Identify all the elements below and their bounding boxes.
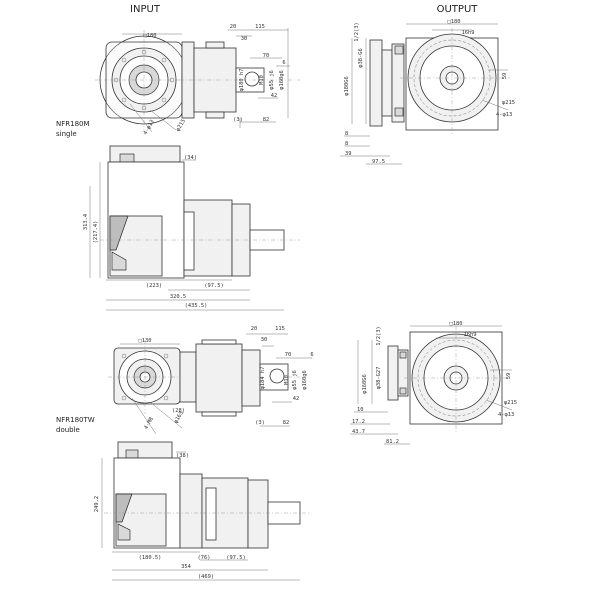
dim-label: 39 <box>345 151 352 157</box>
dim-label: 354 <box>181 564 191 570</box>
dim-label: 313.4 <box>83 214 89 230</box>
dim-label: (3) <box>233 117 243 123</box>
dim-label: (3) <box>255 420 265 426</box>
dim-label: 82 <box>283 420 290 426</box>
dim-label: φ38-G27 <box>376 367 382 390</box>
dim-label: φ215 <box>504 400 517 406</box>
single-input-front-view: □180 20 115 30 70 6 φ180 h7 M10 φ55 j6 φ… <box>95 24 300 136</box>
single-output-front-view: □180 16h9 1/2(3) φ180G6 φ38-G6 59 φ215 4… <box>340 19 515 165</box>
dim-label: 20 <box>251 326 258 332</box>
dim-label: 82 <box>263 117 270 123</box>
dim-label: (34) <box>184 155 197 161</box>
dim-label: 16h9 <box>462 30 475 36</box>
dim-label: 81.2 <box>386 439 399 445</box>
dim-label: φ55 j6 <box>269 70 275 89</box>
dim-label: φ160g6 <box>302 370 308 389</box>
dim-label: 4-M8 <box>143 416 155 430</box>
dim-label: 59 <box>506 373 512 380</box>
dim-label: (28) <box>172 408 185 414</box>
dim-label: 8 <box>345 141 348 147</box>
dim-label: 6 <box>310 352 313 358</box>
dim-label: φ215 <box>175 118 187 132</box>
dim-label: φ160g6 <box>279 70 285 89</box>
dim-label: 30 <box>261 337 268 343</box>
input-heading: INPUT <box>130 4 161 15</box>
dim-label: 59 <box>502 73 508 80</box>
dim-label: φ215 <box>502 100 515 106</box>
dim-label: 70 <box>285 352 292 358</box>
dim-label: 30 <box>241 36 248 42</box>
dim-label: (97.5) <box>204 283 223 289</box>
dim-label: 1/2(3) <box>376 326 382 345</box>
dim-label: φ38-G6 <box>358 48 364 67</box>
dim-label: (180.5) <box>139 555 162 561</box>
dim-label: M10 <box>284 375 290 385</box>
dim-label: □180 <box>450 321 463 327</box>
dim-label: (435.5) <box>185 303 208 309</box>
dim-label: (469) <box>198 574 214 580</box>
dim-label: (217.4) <box>93 221 99 244</box>
dim-label: 8 <box>345 131 348 137</box>
dim-label: □180 <box>144 33 157 39</box>
dim-label: 42 <box>271 93 278 99</box>
double-model-type: double <box>56 426 80 434</box>
dim-label: 6 <box>282 60 285 66</box>
dim-label: φ184 h7 <box>260 367 266 390</box>
dim-label: φ180 h7 <box>239 69 245 92</box>
dim-label: 4-φ13 <box>498 412 514 418</box>
dim-label: 115 <box>275 326 285 332</box>
dim-label: φ160G6 <box>362 374 368 393</box>
dim-label: 20 <box>230 24 237 30</box>
dim-label: □180 <box>448 19 461 25</box>
double-output-front-view: □180 16h9 1/2(3) φ160G6 φ38-G27 59 φ215 … <box>350 321 517 445</box>
dim-label: 17.2 <box>352 419 365 425</box>
dim-label: 16h9 <box>464 332 477 338</box>
double-side-view: (38) 249.2 (180.5) (76) (97.5) 354 (469) <box>94 441 310 581</box>
dim-label: 320.5 <box>170 294 186 300</box>
dim-label: φ180G6 <box>344 76 350 95</box>
single-model-type: single <box>56 130 77 138</box>
dim-label: 249.2 <box>94 496 100 512</box>
dim-label: 42 <box>293 396 300 402</box>
dim-label: □130 <box>139 338 152 344</box>
double-input-front-view: □130 20 115 30 70 6 φ184 h7 M10 φ55 j6 φ… <box>108 326 314 435</box>
dim-label: 115 <box>255 24 265 30</box>
dim-label: 43.7 <box>352 429 365 435</box>
double-model-code: NFR180TW <box>56 416 95 424</box>
dim-label: 4-φ13 <box>496 112 512 118</box>
dim-label: (76) <box>198 555 211 561</box>
output-heading: OUTPUT <box>437 4 479 15</box>
dim-label: (223) <box>146 283 162 289</box>
dim-label: φ165 <box>173 410 185 424</box>
dim-label: M10 <box>259 75 265 85</box>
single-side-view: (34) 313.4 (217.4) (223) (97.5) 320.5 (4… <box>83 145 300 311</box>
dim-label: 70 <box>263 53 270 59</box>
dim-label: 1/2(3) <box>354 22 360 41</box>
dim-label: 97.5 <box>372 159 385 165</box>
dim-label: φ55 j6 <box>292 370 298 389</box>
dim-label: (38) <box>176 453 189 459</box>
dim-label: (97.5) <box>226 555 245 561</box>
dim-label: 10 <box>357 407 364 413</box>
single-model-code: NFR180M <box>56 120 90 128</box>
